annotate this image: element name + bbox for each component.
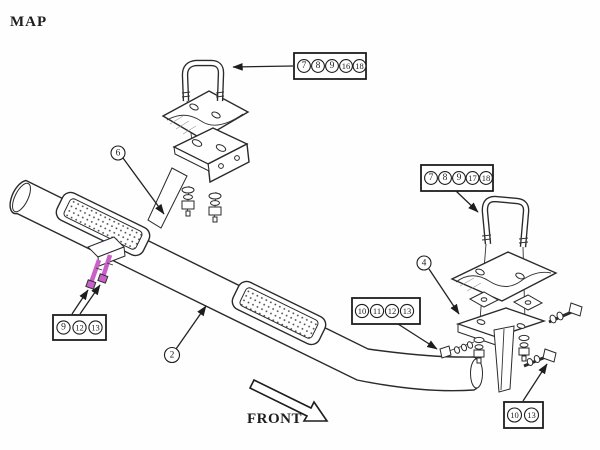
- svg-text:12: 12: [75, 323, 84, 333]
- bracket-arm: [147, 167, 188, 229]
- part-callout-4: 4: [416, 255, 460, 315]
- leader-line: [522, 363, 548, 402]
- part-badge-9: 9: [452, 171, 466, 185]
- svg-text:12: 12: [388, 306, 397, 316]
- leader-line: [428, 268, 460, 315]
- svg-text:9: 9: [457, 173, 462, 183]
- part-badge-8: 8: [311, 59, 325, 73]
- top-hardware-stack-right: [208, 191, 222, 223]
- part-badge-10: 10: [506, 407, 523, 423]
- side-bolt-lower: [523, 348, 557, 368]
- leader-line: [71, 289, 89, 315]
- side-bolt-upper: [548, 302, 583, 324]
- leader-line: [232, 62, 294, 71]
- svg-text:4: 4: [422, 259, 427, 269]
- part-badge-8: 8: [438, 171, 452, 185]
- svg-text:11: 11: [373, 306, 381, 316]
- hardware-box-left: 9 12 13: [52, 284, 107, 341]
- part-badge-10: 10: [354, 303, 370, 319]
- hardware-box-right: 7 8 9 17 18: [420, 164, 494, 213]
- leader-line: [397, 323, 438, 350]
- svg-text:18: 18: [355, 61, 364, 71]
- right-backing-plate: [450, 251, 558, 302]
- right-u-bolt: [481, 195, 530, 248]
- svg-text:13: 13: [403, 306, 412, 316]
- highlighted-bolt-1: [88, 259, 102, 284]
- svg-text:18: 18: [482, 173, 491, 183]
- part-callout-2: 2: [163, 305, 207, 364]
- part-badge-18: 18: [479, 171, 493, 185]
- svg-text:6: 6: [116, 149, 121, 159]
- front-label: FRONT: [247, 411, 302, 427]
- hardware-box-bottom-middle: 10 11 12 13: [351, 297, 438, 350]
- part-badge-11: 11: [369, 303, 385, 319]
- left-clamp-assembly: [85, 236, 126, 290]
- highlighted-bolt-2: [100, 254, 113, 278]
- right-mount-assembly: [439, 195, 583, 393]
- bottom-left-bolt-hardware: [439, 341, 475, 359]
- hardware-box-top: 7 8 9 16 18: [232, 52, 367, 80]
- part-badge-16: 16: [339, 59, 353, 73]
- front-arrow: [248, 378, 329, 422]
- top-hardware-stack-left: [181, 185, 195, 217]
- step-pad-front: [55, 191, 151, 257]
- svg-text:9: 9: [330, 61, 335, 71]
- right-hardware-stack-right: [518, 334, 530, 362]
- front-direction: FRONT: [247, 378, 329, 427]
- svg-text:10: 10: [510, 410, 519, 420]
- hardware-box-bottom-right: 10 13: [503, 363, 548, 429]
- svg-text:13: 13: [91, 323, 100, 333]
- part-badge-13: 13: [399, 303, 415, 319]
- part-badge-7: 7: [424, 171, 438, 185]
- top-u-bolt: [181, 59, 225, 102]
- part-badge-9: 9: [56, 320, 71, 335]
- part-badge-17: 17: [465, 171, 480, 185]
- top-mount-assembly: [161, 59, 250, 223]
- svg-text:16: 16: [342, 61, 351, 71]
- svg-text:8: 8: [443, 173, 448, 183]
- svg-text:8: 8: [316, 61, 321, 71]
- part-badge-13: 13: [523, 407, 540, 423]
- top-backing-plate: [161, 90, 250, 140]
- leader-line: [122, 157, 165, 215]
- right-mounting-bracket: [455, 307, 547, 346]
- leader-line: [175, 305, 207, 350]
- part-badge-13: 13: [88, 320, 103, 335]
- svg-text:2: 2: [170, 351, 175, 361]
- right-hardware-stack-left: [473, 336, 485, 364]
- part-badge-12: 12: [72, 320, 87, 335]
- step-pad-rear: [231, 280, 327, 346]
- svg-text:9: 9: [61, 323, 66, 333]
- svg-text:10: 10: [358, 306, 367, 316]
- right-washer-plate-left: [468, 291, 500, 308]
- tube-left-end-cap: [12, 182, 31, 213]
- top-mounting-bracket: [172, 127, 250, 184]
- right-washer-plate-right: [512, 294, 544, 311]
- part-badge-7: 7: [297, 59, 311, 73]
- part-callout-6: 6: [110, 145, 165, 215]
- svg-text:7: 7: [302, 61, 307, 71]
- leader-line: [455, 190, 479, 213]
- svg-text:13: 13: [527, 410, 536, 420]
- part-badge-9: 9: [325, 59, 339, 73]
- leader-line: [79, 284, 101, 315]
- part-badge-12: 12: [384, 303, 400, 319]
- gusset-plate: [493, 325, 515, 393]
- svg-text:17: 17: [468, 173, 477, 183]
- svg-text:7: 7: [429, 173, 434, 183]
- part-badge-18: 18: [352, 59, 367, 73]
- map-title: MAP: [10, 14, 47, 30]
